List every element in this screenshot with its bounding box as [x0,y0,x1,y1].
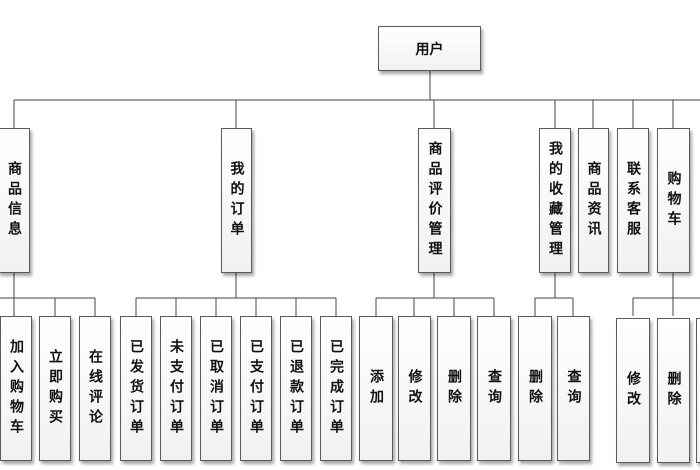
leaf-node: 已支付订单 [240,316,272,461]
root-node: 用户 [378,26,481,71]
leaf-node: 已完成订单 [320,316,352,461]
leaf-label: 已发货订单 [128,338,144,439]
branch-node-product-news: 商品资讯 [578,128,609,273]
leaf-node: 删除 [518,316,552,461]
leaf-label: 已取消订单 [208,338,224,439]
leaf-node: 删除 [437,316,471,461]
leaf-node: 已退款订单 [280,316,312,461]
branch-label: 我的订单 [228,160,245,241]
leaf-label: 修改 [625,370,641,411]
leaf-node [696,318,700,463]
leaf-node: 查询 [477,316,511,461]
leaf-node: 修改 [398,316,431,461]
branch-label: 商品信息 [6,160,22,241]
branch-label: 商品资讯 [585,160,602,241]
leaf-node: 添加 [359,316,393,461]
branch-node-favorites-management: 我的收藏管理 [539,128,571,273]
branch-label: 联系客服 [625,160,641,241]
leaf-node: 未支付订单 [160,316,192,461]
leaf-node: 加入购物车 [0,316,32,461]
leaf-node: 已取消订单 [200,316,232,461]
leaf-label: 已退款订单 [288,338,304,439]
leaf-label: 查询 [486,368,502,409]
leaf-label: 未支付订单 [168,338,184,439]
leaf-label: 在线评论 [87,348,103,429]
branch-label: 购物车 [665,170,682,231]
branch-node-customer-service: 联系客服 [617,128,649,273]
leaf-node: 已发货订单 [120,316,152,461]
branch-node-shopping-cart: 购物车 [657,128,690,273]
branch-node-my-orders: 我的订单 [221,128,252,273]
branch-label: 我的收藏管理 [547,140,563,261]
leaf-label: 立即购买 [47,348,63,429]
leaf-label: 查询 [565,368,582,409]
leaf-label: 已支付订单 [248,338,264,439]
leaf-label: 添加 [368,368,384,409]
leaf-label: 删除 [665,370,682,411]
branch-label: 商品评价管理 [426,140,443,261]
leaf-label: 删除 [446,368,462,409]
leaf-label: 加入购物车 [8,338,24,439]
leaf-node: 查询 [557,316,590,461]
leaf-node: 在线评论 [79,316,111,461]
leaf-label: 删除 [527,368,543,409]
branch-node-product-info: 商品信息 [0,128,30,273]
leaf-node: 修改 [616,318,650,463]
leaf-node: 立即购买 [39,316,71,461]
leaf-label: 修改 [406,368,423,409]
branch-node-review-management: 商品评价管理 [418,128,451,273]
leaf-node: 删除 [657,318,690,463]
root-label: 用户 [415,41,444,58]
leaf-label: 已完成订单 [328,338,344,439]
